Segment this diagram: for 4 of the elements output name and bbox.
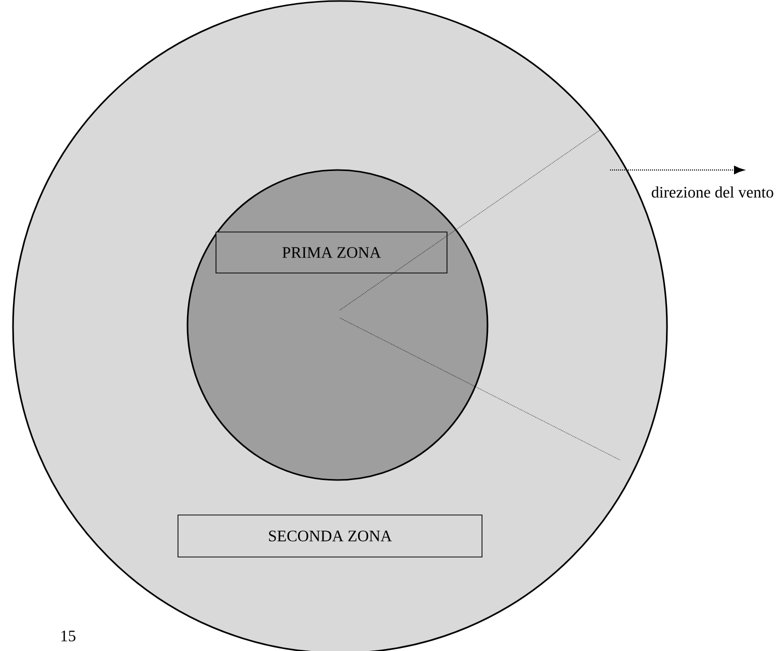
wind-direction-label: direzione del vento — [652, 186, 774, 198]
page-number: 15 — [61, 630, 76, 642]
zone-label-box: SECONDA ZONA — [178, 514, 482, 558]
zone-label-box: PRIMA ZONA — [216, 232, 448, 274]
